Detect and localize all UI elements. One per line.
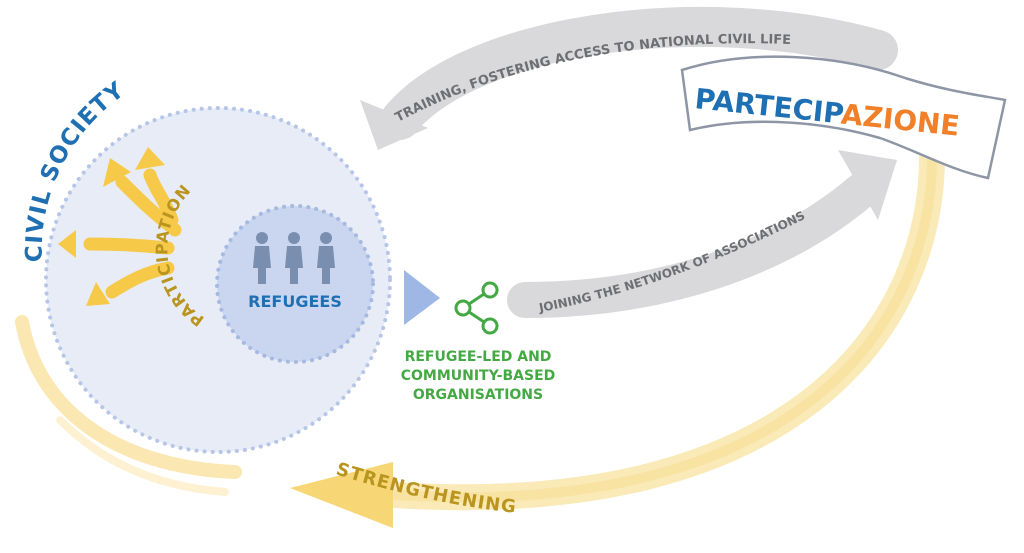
org-label-line3: ORGANISATIONS [413,387,543,403]
training-arrow [360,6,898,150]
participation-arrowheads [58,147,165,306]
org-label-line1: REFUGEE-LED AND [405,349,552,365]
people-icon [253,232,335,284]
refugees-label: REFUGEES [248,292,342,311]
participation-arrows [83,168,182,299]
partecipazione-banner: PARTECIPAZIONE [680,55,1007,180]
joining-arrow [507,150,897,318]
flow-triangle [404,270,440,325]
org-label-line2: COMMUNITY-BASED [401,368,556,384]
share-network-icon [454,281,499,335]
civil-swoosh [15,315,242,496]
strengthening-arrow [290,137,946,528]
